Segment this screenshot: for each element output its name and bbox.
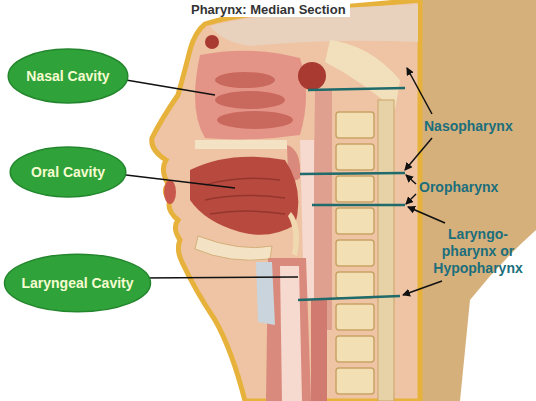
concha <box>217 111 293 129</box>
spinal-cord <box>378 100 394 401</box>
hard-palate <box>195 140 287 149</box>
ellipse-fill <box>10 147 126 197</box>
concha <box>215 72 275 88</box>
ellipse-fill <box>4 254 150 312</box>
region-label: Laryngo- pharynx or Hypopharynx <box>428 226 528 277</box>
leader-line <box>126 80 298 278</box>
cavity-label: Laryngeal Cavity <box>21 275 133 291</box>
region-label: Nasopharynx <box>424 118 513 135</box>
cavity-ellipse: Nasal Cavity <box>7 48 129 104</box>
epiglottis <box>288 212 299 256</box>
tongue-fibres <box>205 178 285 214</box>
thyroid-cartilage <box>256 262 275 325</box>
esophagus <box>311 300 327 401</box>
cavity-ellipse: Oral Cavity <box>9 146 127 198</box>
diagram-title: Pharynx: Median Section <box>187 2 350 17</box>
cavity-label: Nasal Cavity <box>26 68 109 84</box>
cavity-label: Oral Cavity <box>31 164 105 180</box>
cavity-ellipse: Laryngeal Cavity <box>3 253 152 313</box>
mandible <box>195 236 272 260</box>
lips <box>164 180 176 204</box>
ellipse-fill <box>8 49 128 103</box>
level-line <box>298 88 405 300</box>
pharynx-wall <box>312 90 332 330</box>
laryngeal-lumen <box>280 266 302 401</box>
head-section <box>152 0 420 401</box>
tongue <box>190 157 298 235</box>
region-label: Oropharynx <box>419 179 498 196</box>
sphenoid-sinus <box>298 62 326 90</box>
vertebrae <box>336 112 374 394</box>
concha <box>215 91 285 109</box>
frontal-sinus <box>205 35 219 49</box>
